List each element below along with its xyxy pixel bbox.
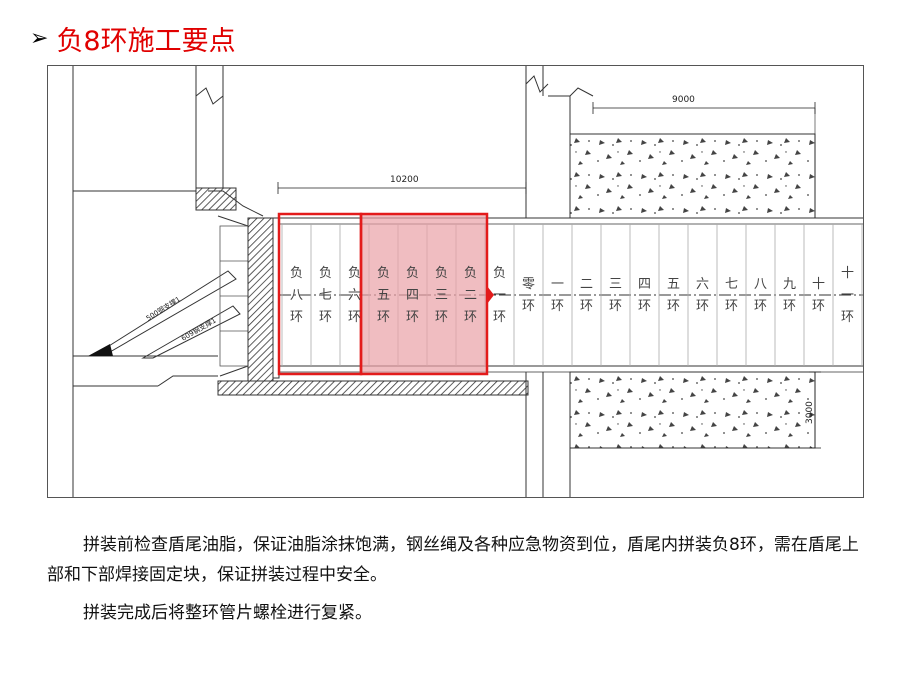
ring-label-char: 一 <box>493 288 506 303</box>
ring-label-char: 环 <box>319 310 332 325</box>
ring-label-char: 八 <box>290 288 303 303</box>
ring-label-char: 环 <box>609 299 622 314</box>
ring-label-char: 十 <box>841 266 854 281</box>
ring-label-char: 负 <box>348 266 361 281</box>
ring-label-char: 四 <box>406 288 419 303</box>
construction-drawing: 500钢支撑1 609钢支撑1 <box>47 65 864 498</box>
dimension-3000: 3000 <box>805 401 815 424</box>
ring-label-char: 环 <box>783 299 796 314</box>
ring-label-char: 负 <box>493 266 506 281</box>
ring-label-char: 二 <box>580 277 593 292</box>
ring-label-char: 环 <box>522 299 535 314</box>
ring-label-char: 六 <box>348 288 361 303</box>
page-title: 负8环施工要点 <box>56 25 236 57</box>
ring-label-char: 负 <box>464 266 477 281</box>
ring-label-char: 一 <box>841 288 854 303</box>
ring-label-char: 九 <box>783 277 796 292</box>
paragraph-2: 拼装完成后将整环管片螺栓进行复紧。 <box>47 598 867 628</box>
ring-label-char: 环 <box>580 299 593 314</box>
ring-label-char: 环 <box>754 299 767 314</box>
arrow-bullet-icon: ➢ <box>30 25 49 51</box>
ring-label-char: 环 <box>377 310 390 325</box>
title-row: ➢ 负8环施工要点 <box>30 20 236 57</box>
ring-label-char: 一 <box>551 277 564 292</box>
ring-label-char: 环 <box>667 299 680 314</box>
dimension-9000: 9000 <box>672 95 695 105</box>
ring-label-char: 环 <box>696 299 709 314</box>
paragraph-1: 拼装前检查盾尾油脂，保证油脂涂抹饱满，钢丝绳及各种应急物资到位，盾尾内拼装负8环… <box>47 530 867 590</box>
ring-label-char: 环 <box>435 310 448 325</box>
ring-label-char: 二 <box>464 288 477 303</box>
brace-label-lower: 609钢支撑1 <box>180 316 218 343</box>
ring-label-char: 五 <box>377 288 390 303</box>
ring-label-char: 环 <box>290 310 303 325</box>
ring-label-char: 七 <box>319 288 332 303</box>
ring-label-char: 四 <box>638 277 651 292</box>
ring-label-char: 环 <box>348 310 361 325</box>
ring-label-char: 八 <box>754 277 767 292</box>
ring-label-char: 零 <box>522 277 535 292</box>
ring-label-char: 环 <box>551 299 564 314</box>
ring-label-char: 负 <box>290 266 303 281</box>
ring-label-char: 六 <box>696 277 709 292</box>
brace-label-upper: 500钢支撑1 <box>144 294 182 322</box>
ring-label-char: 负 <box>406 266 419 281</box>
ring-label-char: 环 <box>638 299 651 314</box>
ring-label-char: 十 <box>812 277 825 292</box>
paragraph-1-text: 拼装前检查盾尾油脂，保证油脂涂抹饱满，钢丝绳及各种应急物资到位，盾尾内拼装负8环… <box>47 535 859 585</box>
ring-label-char: 七 <box>725 277 738 292</box>
ring-label-char: 环 <box>493 310 506 325</box>
ring-label-char: 负 <box>319 266 332 281</box>
dimension-10200: 10200 <box>390 175 419 185</box>
ring-label-char: 环 <box>841 310 854 325</box>
drawing-canvas: 500钢支撑1 609钢支撑1 <box>72 66 863 497</box>
ring-label-char: 五 <box>667 277 680 292</box>
ring-label-char: 环 <box>725 299 738 314</box>
ring-label-char: 负 <box>435 266 448 281</box>
ring-label-char: 负 <box>377 266 390 281</box>
ring-label-char: 三 <box>435 288 448 303</box>
ring-label-char: 环 <box>406 310 419 325</box>
ring-label-char: 环 <box>464 310 477 325</box>
highlight-negative-rings-5-to-2 <box>359 212 489 376</box>
paragraph-2-text: 拼装完成后将整环管片螺栓进行复紧。 <box>83 603 372 623</box>
highlight-negative-rings-8-to-6 <box>277 212 363 376</box>
ring-label-char: 环 <box>812 299 825 314</box>
ring-label-char: 三 <box>609 277 622 292</box>
